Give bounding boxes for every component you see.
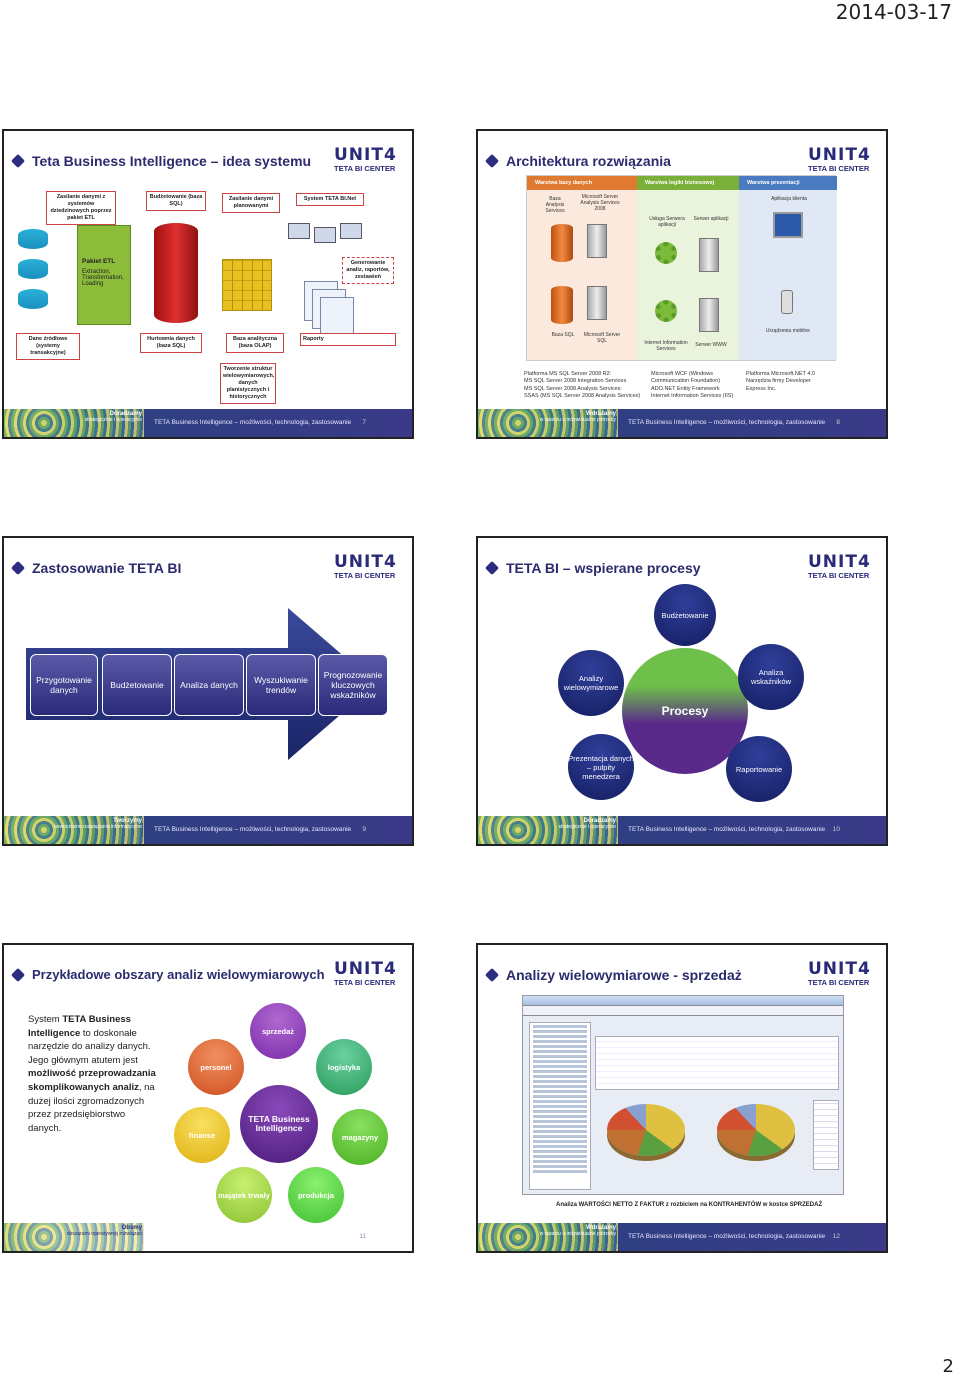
olap-cube-icon: [222, 259, 272, 311]
server-icon: [699, 298, 719, 332]
slide-title: Zastosowanie TETA BI: [32, 560, 182, 576]
slide-number: 12: [832, 1233, 840, 1240]
label-reports-gen: Generowanie analiz, raportów, zestawień: [342, 257, 394, 284]
node-budget: Budżetowanie: [654, 584, 716, 646]
mobile-icon: [781, 290, 793, 314]
dimension-tree: [529, 1022, 591, 1190]
computer-icon: [288, 223, 310, 239]
bubble-finance: finanse: [174, 1107, 230, 1163]
column-database: Warstwa bazy danych Baza Analysis Servic…: [527, 176, 637, 360]
bubble-production: produkcja: [288, 1167, 344, 1223]
step-budget: Budżetowanie: [102, 654, 172, 716]
bubble-warehouses: magazyny: [332, 1109, 388, 1165]
server-icon: [587, 224, 607, 258]
step-analysis: Analiza danych: [174, 654, 244, 716]
column-business: Warstwa logiki biznesowej Usługa Serwera…: [637, 176, 739, 360]
gear-icon: [655, 242, 677, 264]
bubble-personnel: personel: [188, 1039, 244, 1095]
label-olap: Baza analityczna (baza OLAP): [226, 333, 284, 353]
slide-title: Analizy wielowymiarowe - sprzedaż: [506, 967, 742, 983]
gear-icon: [655, 300, 677, 322]
bubble-fixed-assets: majątek trwały: [216, 1167, 272, 1223]
screenshot-caption: Analiza WARTOŚCI NETTO Z FAKTUR z rozbic…: [556, 1202, 823, 1208]
slide-7: Teta Business Intelligence – idea system…: [2, 129, 414, 439]
label-sources: Dane źródłowe (systemy transakcyjne): [16, 333, 80, 360]
source-db-icon: [18, 229, 48, 249]
slide-title: Architektura rozwiązania: [506, 153, 671, 169]
slide-number: 10: [832, 826, 840, 833]
pie-chart-icon: [717, 1104, 795, 1156]
page-number: 2: [942, 1356, 954, 1377]
warehouse-db-icon: [154, 223, 198, 323]
processes-center: Procesy: [622, 648, 748, 774]
step-prepare: Przygotowanie danych: [30, 654, 98, 716]
label-budget-db: Budżetowanie (baza SQL): [146, 191, 206, 211]
server-icon: [587, 286, 607, 320]
label-plan-data: Zasilanie danymi planowanymi: [222, 193, 280, 213]
step-forecast: Prognozowanie kluczowych wskaźników: [318, 654, 388, 716]
slide-number: 9: [362, 826, 366, 833]
computer-icon: [340, 223, 362, 239]
slide-title: TETA BI – wspierane procesy: [506, 560, 701, 576]
data-grid: [595, 1036, 839, 1090]
app-screenshot: [522, 995, 844, 1195]
label-source-load: Zasilanie danymi z systemów dziedzinowyc…: [46, 191, 116, 225]
source-db-icon: [18, 259, 48, 279]
label-net-system: System TETA BI.Net: [296, 193, 364, 206]
document-icon: [320, 297, 354, 337]
step-trends: Wyszukiwanie trendów: [246, 654, 316, 716]
source-db-icon: [18, 289, 48, 309]
node-dashboards: Prezentacja danych – pulpity menedżera: [568, 734, 634, 800]
slide-number: 7: [362, 419, 366, 426]
bubble-logistics: logistyka: [316, 1039, 372, 1095]
column-presentation: Warstwa prezentacji Aplikacja klienta Ur…: [739, 176, 837, 360]
slide-11: Przykładowe obszary analiz wielowymiarow…: [2, 943, 414, 1253]
arch-text-1: Platforma MS SQL Server 2008 R2:MS SQL S…: [524, 371, 641, 400]
bubble-center: TETA Business Intelligence: [240, 1085, 318, 1163]
node-reporting: Raportowanie: [726, 736, 792, 802]
description-text: System TETA Business Intelligence to dos…: [28, 1014, 156, 1134]
label-multidim: Tworzenie struktur wielowymiarowych, dan…: [220, 363, 276, 404]
server-icon: [699, 238, 719, 272]
label-warehouse: Hurtownia danych (baza SQL): [140, 333, 202, 353]
slide-title: Przykładowe obszary analiz wielowymiarow…: [32, 967, 325, 982]
monitor-icon: [773, 212, 803, 238]
pie-chart-icon: [607, 1104, 685, 1156]
chart-legend: [813, 1100, 839, 1170]
slide-number: 8: [836, 419, 840, 426]
page-date: 2014-03-17: [835, 0, 952, 24]
architecture-diagram: Warstwa bazy danych Baza Analysis Servic…: [526, 175, 837, 361]
slide-title: Teta Business Intelligence – idea system…: [32, 153, 312, 169]
bubble-sales: sprzedaż: [250, 1003, 306, 1059]
database-icon: [551, 286, 573, 324]
node-kpi: Analiza wskaźników: [738, 644, 804, 710]
label-reports: Raporty: [300, 333, 396, 346]
node-multidim: Analizy wielowymiarowe: [558, 650, 624, 716]
computer-icon: [314, 227, 336, 243]
slide-number: 11: [359, 1233, 366, 1240]
database-icon: [551, 224, 573, 262]
